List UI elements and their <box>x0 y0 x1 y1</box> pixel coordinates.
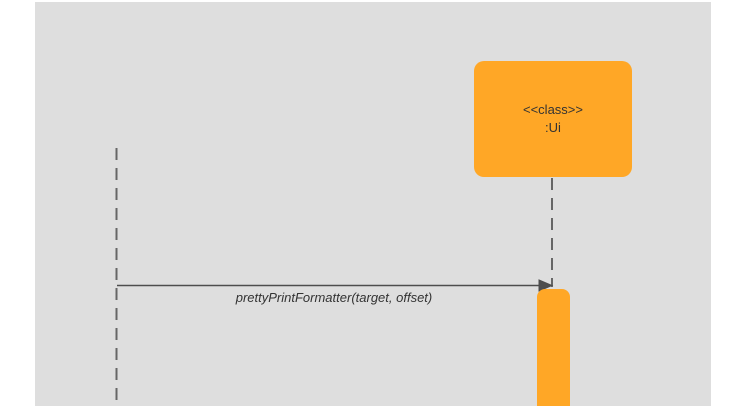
actor-stereotype: <<class>> <box>523 102 583 117</box>
actor-box-ui: <<class>> :Ui <box>474 61 632 177</box>
message-label: prettyPrintFormatter(target, offset) <box>235 290 433 305</box>
activation-bar-ui <box>537 289 570 406</box>
actor-name: :Ui <box>545 120 561 135</box>
